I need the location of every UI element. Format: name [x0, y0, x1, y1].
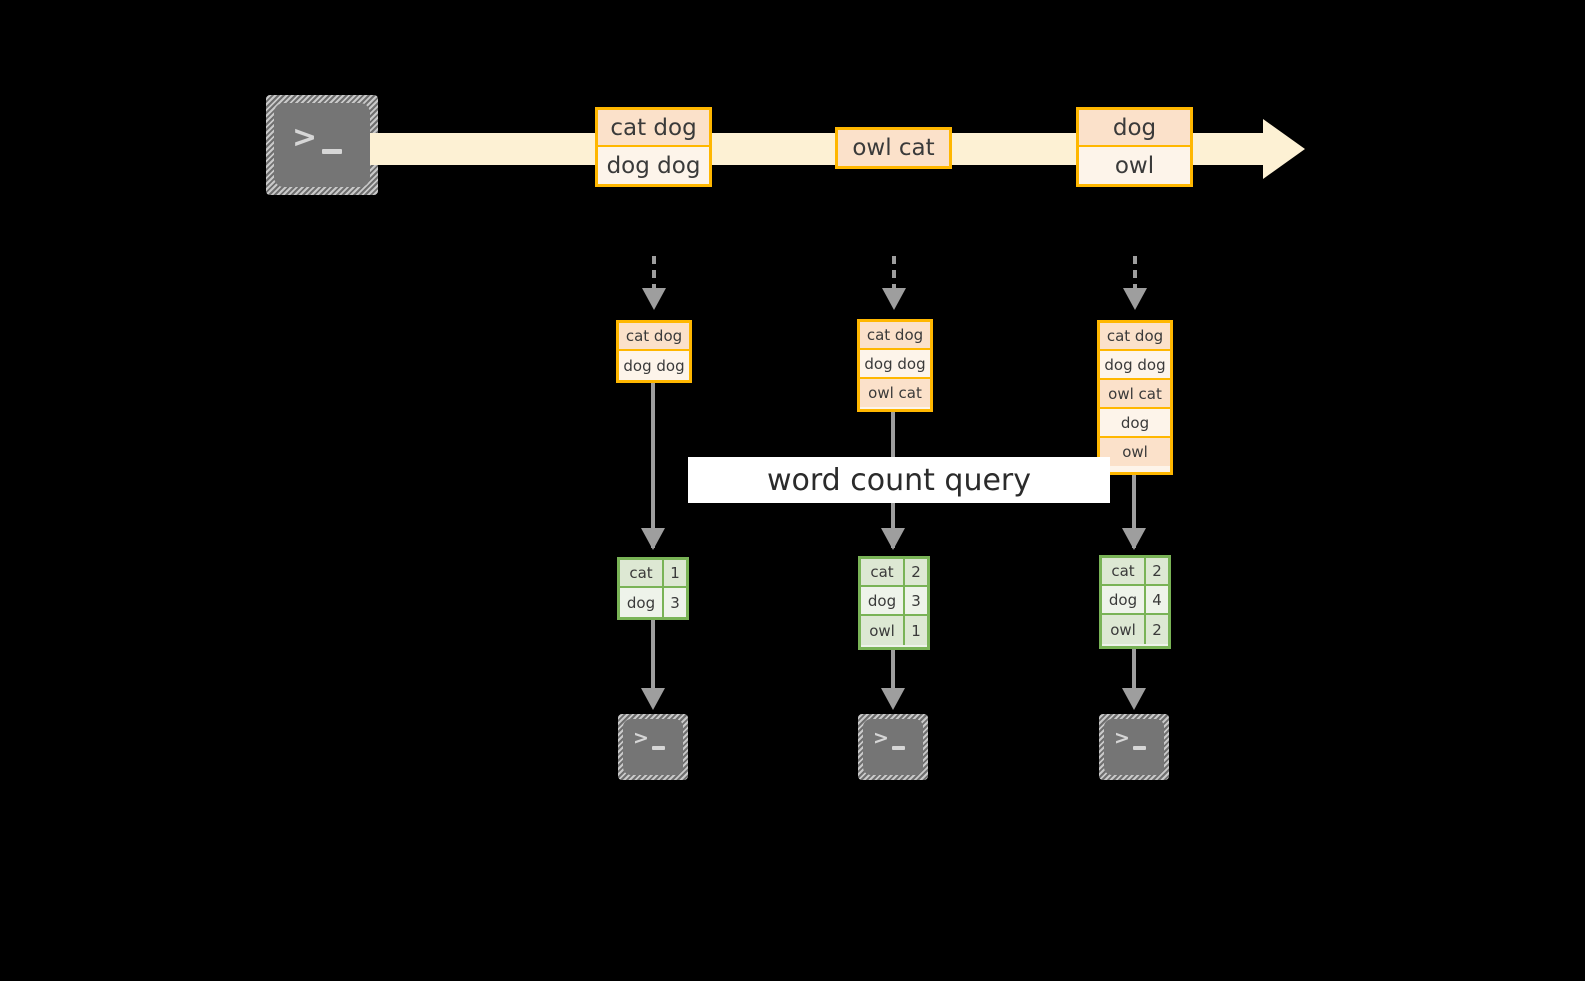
result-to-sink-connector — [891, 650, 895, 690]
input-row: cat dog — [619, 323, 689, 351]
sink-terminal-icon-3: > — [1099, 714, 1169, 780]
stream-record: cat dog — [598, 110, 709, 147]
input-row: dog dog — [860, 350, 930, 379]
input-to-result-connector — [1132, 475, 1136, 548]
prompt-chevron-icon: > — [292, 120, 318, 155]
sink-terminal-icon-1: > — [618, 714, 688, 780]
stream-record: dog — [1079, 110, 1190, 147]
stream-to-input-arrowhead — [642, 288, 666, 310]
stream-batch-2: owl cat — [835, 127, 952, 169]
result-row: cat 2 — [1102, 558, 1168, 586]
stream-batch-1: cat dog dog dog — [595, 107, 712, 187]
input-row: dog dog — [1100, 351, 1170, 380]
result-word: cat — [620, 560, 664, 586]
result-row: dog 3 — [620, 588, 686, 617]
stream-record: dog dog — [598, 147, 709, 184]
prompt-cursor-icon — [892, 746, 905, 750]
input-table-snapshot-1: cat dog dog dog — [616, 320, 692, 383]
result-word: owl — [1102, 615, 1146, 644]
result-count: 3 — [905, 587, 927, 614]
input-row: dog dog — [619, 351, 689, 380]
prompt-cursor-icon — [1133, 746, 1146, 750]
stream-to-input-arrowhead — [1123, 288, 1147, 310]
result-word: dog — [620, 588, 664, 617]
result-count: 1 — [664, 560, 686, 586]
result-table-snapshot-2: cat 2 dog 3 owl 1 — [858, 556, 930, 650]
result-row: owl 2 — [1102, 615, 1168, 644]
sink-terminal-screen: > — [863, 719, 923, 775]
result-row: dog 4 — [1102, 586, 1168, 615]
result-row: dog 3 — [861, 587, 927, 616]
sink-terminal-screen: > — [1104, 719, 1164, 775]
input-row: owl cat — [860, 379, 930, 407]
stream-to-input-connector — [652, 256, 656, 292]
result-count: 3 — [664, 588, 686, 617]
result-word: cat — [861, 559, 905, 585]
result-word: owl — [861, 616, 905, 645]
result-word: dog — [861, 587, 905, 614]
result-row: cat 2 — [861, 559, 927, 587]
prompt-chevron-icon: > — [633, 727, 649, 749]
result-count: 2 — [1146, 558, 1168, 584]
result-word: dog — [1102, 586, 1146, 613]
result-count: 4 — [1146, 586, 1168, 613]
result-word: cat — [1102, 558, 1146, 584]
result-to-sink-arrowhead — [881, 688, 905, 710]
stream-to-input-connector — [1133, 256, 1137, 292]
result-row: cat 1 — [620, 560, 686, 588]
input-to-result-arrowhead — [641, 528, 665, 550]
result-row: owl 1 — [861, 616, 927, 645]
prompt-chevron-icon: > — [873, 727, 889, 749]
result-count: 2 — [905, 559, 927, 585]
input-row: cat dog — [860, 322, 930, 350]
prompt-cursor-icon — [652, 746, 665, 750]
query-label: word count query — [688, 457, 1110, 503]
result-to-sink-connector — [1132, 649, 1136, 690]
event-stream-arrowhead — [1263, 119, 1305, 179]
stream-record: owl cat — [838, 130, 949, 166]
input-row: owl cat — [1100, 380, 1170, 409]
prompt-chevron-icon: > — [1114, 727, 1130, 749]
stream-record: owl — [1079, 147, 1190, 184]
result-table-snapshot-1: cat 1 dog 3 — [617, 557, 689, 620]
result-table-snapshot-3: cat 2 dog 4 owl 2 — [1099, 555, 1171, 649]
input-row: cat dog — [1100, 323, 1170, 351]
input-to-result-arrowhead — [1122, 528, 1146, 550]
prompt-cursor-icon — [322, 149, 342, 154]
result-count: 2 — [1146, 615, 1168, 644]
input-row: owl — [1100, 438, 1170, 466]
input-to-result-arrowhead — [881, 528, 905, 550]
result-count: 1 — [905, 616, 927, 645]
input-table-snapshot-2: cat dog dog dog owl cat — [857, 319, 933, 412]
source-terminal-screen: > — [274, 103, 370, 187]
stream-batch-3: dog owl — [1076, 107, 1193, 187]
result-to-sink-arrowhead — [641, 688, 665, 710]
result-to-sink-arrowhead — [1122, 688, 1146, 710]
stream-to-input-arrowhead — [882, 288, 906, 310]
sink-terminal-screen: > — [623, 719, 683, 775]
stream-to-input-connector — [892, 256, 896, 292]
input-table-snapshot-3: cat dog dog dog owl cat dog owl — [1097, 320, 1173, 475]
result-to-sink-connector — [651, 620, 655, 690]
input-row: dog — [1100, 409, 1170, 438]
source-terminal-icon: > — [266, 95, 378, 195]
sink-terminal-icon-2: > — [858, 714, 928, 780]
input-to-result-connector — [651, 383, 655, 548]
